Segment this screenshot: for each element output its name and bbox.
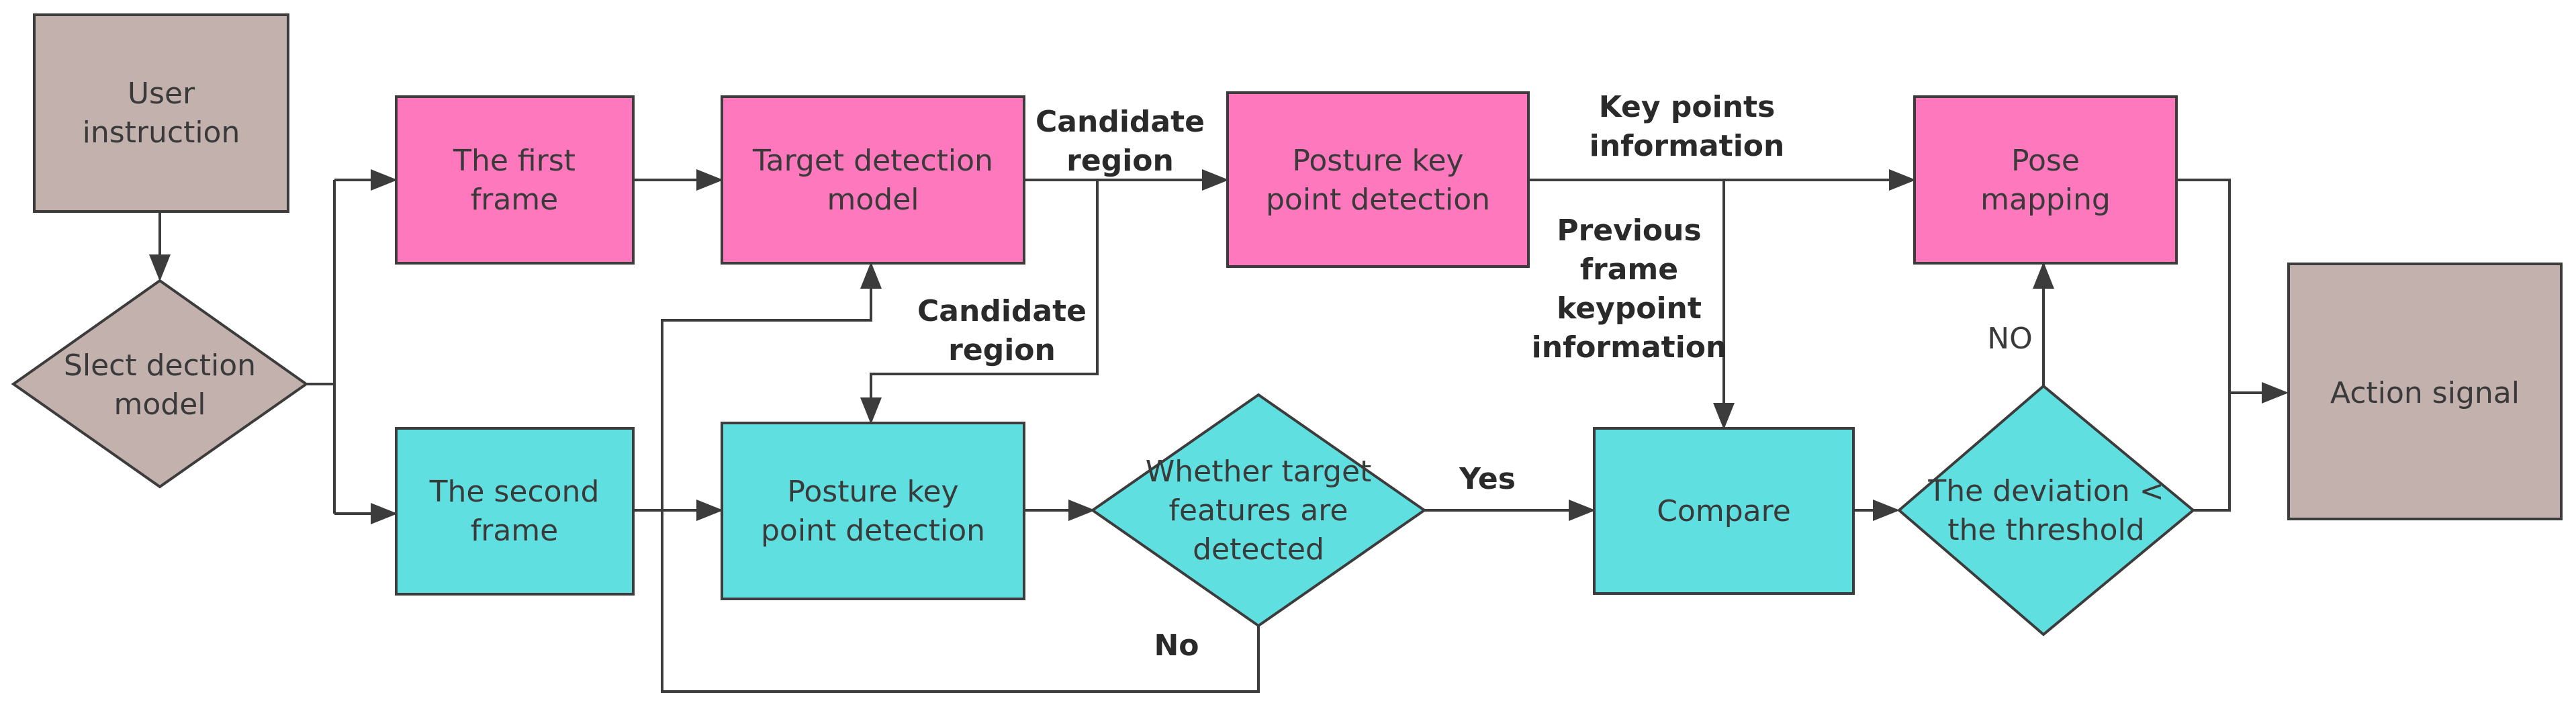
edge-decision-no-loop: [661, 262, 1260, 693]
edges: [149, 169, 2289, 693]
node-second-frame-text-line: frame: [471, 514, 558, 548]
node-action-signal: [2287, 263, 2563, 520]
node-user-instruction-text-line: instruction: [83, 115, 240, 150]
label-candidate-region-top: Candidate region: [1036, 105, 1205, 178]
node-second-frame-text-line: The second: [429, 475, 600, 509]
label-candidate-region-top-line: Candidate: [1036, 105, 1205, 139]
node-target-features-text-line: features are: [1169, 493, 1348, 528]
node-action-signal-text: Action signal: [2330, 376, 2520, 410]
label-candidate-region-mid-line: region: [948, 333, 1056, 367]
node-target-features-text-line: Whether target: [1146, 455, 1372, 489]
node-first-frame-text-line: The first: [453, 144, 576, 178]
label-candidate-region-mid: Candidate region: [917, 294, 1087, 367]
edge-deviation-to-action: [2193, 393, 2231, 512]
label-no: No: [1154, 628, 1199, 663]
label-key-points-information-line: Key points: [1599, 90, 1776, 124]
node-user-instruction: [33, 13, 289, 213]
node-target-detection: [721, 95, 1025, 265]
node-user-instruction-text: User instruction: [83, 77, 240, 150]
label-key-points-information: Key points information: [1590, 90, 1785, 163]
node-target-detection-text: Target detection model: [752, 144, 993, 217]
label-candidate-region-mid-line: Candidate: [917, 294, 1087, 328]
node-posture-bottom: [721, 422, 1025, 600]
label-no-line: No: [1154, 628, 1199, 663]
node-target-features-decision: [1090, 393, 1427, 628]
node-compare-text-line: Compare: [1657, 494, 1791, 528]
node-deviation-text-line: the threshold: [1947, 513, 2144, 547]
nodes: User instruction Slect dection model The f…: [11, 13, 2563, 636]
label-previous-frame-keypoint-line: frame: [1580, 252, 1678, 287]
label-candidate-region-top-line: region: [1066, 144, 1174, 178]
edge-pose-to-action: [2176, 179, 2231, 393]
node-posture-bottom-text-line: Posture key: [787, 475, 958, 509]
label-no-upper: NO: [1987, 322, 2033, 356]
node-posture-bottom-text: Posture key point detection: [761, 475, 985, 548]
node-posture-top-text-line: point detection: [1266, 183, 1490, 217]
node-action-signal-text-line: Action signal: [2330, 376, 2520, 410]
node-pose-mapping-text-line: mapping: [1980, 183, 2111, 217]
node-posture-top: [1226, 91, 1530, 268]
label-previous-frame-keypoint-line: Previous: [1557, 214, 1701, 248]
label-previous-frame-keypoint-line: information: [1532, 330, 1727, 365]
node-first-frame-text: The first frame: [453, 144, 576, 217]
node-user-instruction-text-line: User: [128, 77, 195, 111]
node-posture-bottom-text-line: point detection: [761, 514, 985, 548]
node-pose-mapping-text: Pose mapping: [1980, 144, 2111, 217]
label-previous-frame-keypoint-line: keypoint: [1557, 291, 1702, 326]
label-no-upper-line: NO: [1987, 322, 2033, 356]
node-second-frame: [395, 427, 635, 596]
label-previous-frame-keypoint: Previous frame keypoint information: [1532, 214, 1727, 365]
node-select-model-text-line: model: [113, 387, 205, 422]
node-target-detection-text-line: Target detection: [752, 144, 993, 178]
node-target-features-text-line: detected: [1193, 532, 1324, 567]
node-select-model-text: Slect dection model: [64, 348, 256, 422]
edge-candidate-to-posture-bottom: [860, 180, 1099, 424]
node-pose-mapping: [1913, 95, 2178, 265]
node-first-frame: [395, 95, 635, 265]
node-first-frame-text-line: frame: [471, 183, 558, 217]
node-target-detection-text-line: model: [827, 183, 919, 217]
label-yes: Yes: [1459, 462, 1516, 496]
node-target-features-text: Whether target features are detected: [1146, 455, 1372, 567]
node-deviation-text: The deviation < the threshold: [1927, 474, 2164, 547]
node-deviation-decision: [1896, 384, 2196, 636]
edge-labels: Candidate region Candidate region Key poin…: [917, 90, 2033, 663]
node-second-frame-text: The second frame: [429, 475, 600, 548]
node-select-model: [11, 279, 309, 489]
node-pose-mapping-text-line: Pose: [2011, 144, 2080, 178]
label-yes-line: Yes: [1459, 462, 1516, 496]
node-compare: [1593, 427, 1855, 595]
node-select-model-text-line: Slect dection: [64, 348, 256, 383]
label-key-points-information-line: information: [1590, 129, 1785, 163]
node-compare-text: Compare: [1657, 494, 1791, 528]
node-posture-top-text: Posture key point detection: [1266, 144, 1490, 217]
node-posture-top-text-line: Posture key: [1292, 144, 1463, 178]
node-deviation-text-line: The deviation <: [1927, 474, 2164, 508]
